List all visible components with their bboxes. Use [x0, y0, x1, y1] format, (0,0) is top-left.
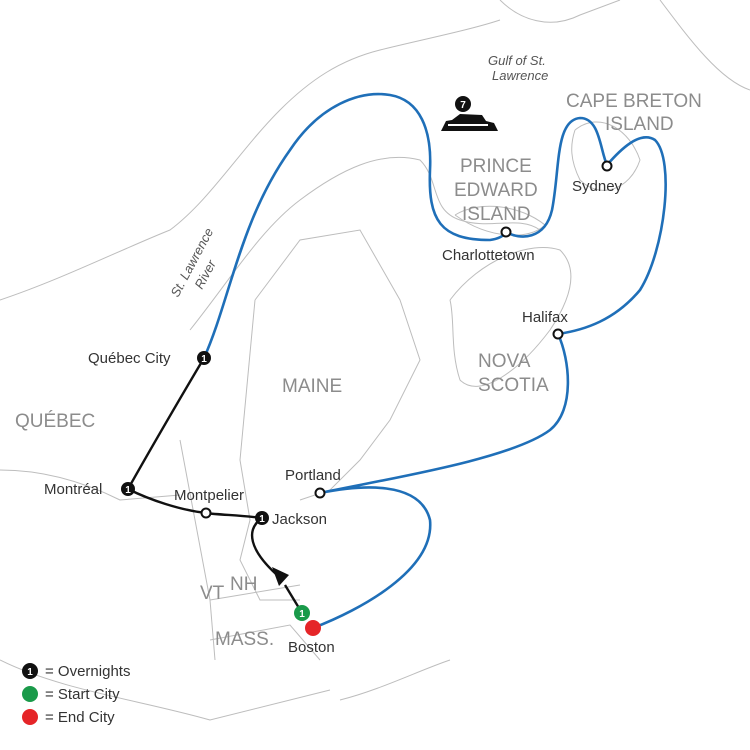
city-portland: Portland	[285, 467, 341, 484]
direction-arrow-icon	[272, 567, 289, 586]
svg-text:1: 1	[27, 667, 33, 678]
region-cape-breton-1: CAPE BRETON	[566, 91, 702, 112]
cruise-ship-icon: 7	[441, 96, 498, 131]
city-montpelier: Montpelier	[174, 487, 244, 504]
cruise-overnights: 7	[460, 100, 466, 111]
region-pei-2: EDWARD	[454, 180, 538, 201]
marker-charlottetown	[500, 226, 512, 238]
region-mass: MASS.	[215, 629, 274, 650]
svg-text:1: 1	[201, 354, 207, 365]
gulf-label-1: Gulf of St.	[488, 53, 546, 68]
svg-text:1: 1	[259, 514, 265, 525]
region-pei-1: PRINCE	[460, 156, 532, 177]
region-nova-scotia-1: NOVA	[478, 351, 531, 372]
legend: 1 = Overnights = Start City = End City	[22, 663, 130, 726]
sea-route	[202, 92, 667, 630]
city-jackson: Jackson	[272, 511, 327, 528]
region-vt: VT	[200, 583, 225, 604]
city-boston: Boston	[288, 639, 335, 656]
marker-montpelier	[200, 507, 212, 519]
marker-boston-end	[305, 620, 321, 636]
city-sydney: Sydney	[572, 178, 623, 195]
marker-sydney	[601, 160, 613, 172]
region-maine: MAINE	[282, 376, 342, 397]
region-nh: NH	[230, 574, 257, 595]
city-charlottetown: Charlottetown	[442, 247, 535, 264]
marker-halifax	[552, 328, 564, 340]
region-quebec: QUÉBEC	[15, 411, 95, 432]
marker-quebec-city: 1	[197, 351, 211, 365]
legend-overnights: = Overnights	[45, 663, 130, 680]
region-pei-3: ISLAND	[462, 204, 531, 225]
city-quebec-city: Québec City	[88, 350, 171, 367]
city-montreal: Montréal	[44, 481, 102, 498]
gulf-label-2: Lawrence	[492, 68, 548, 83]
legend-start-city: = Start City	[45, 686, 120, 703]
marker-montreal: 1	[121, 482, 135, 496]
region-nova-scotia-2: SCOTIA	[478, 375, 549, 396]
city-halifax: Halifax	[522, 309, 568, 326]
marker-boston-start: 1	[294, 605, 310, 621]
coastlines	[0, 0, 750, 721]
legend-end-city: = End City	[45, 709, 115, 726]
marker-jackson: 1	[255, 511, 269, 525]
svg-text:1: 1	[125, 485, 131, 496]
svg-text:1: 1	[299, 609, 305, 620]
marker-portland	[314, 487, 326, 499]
region-cape-breton-2: ISLAND	[605, 114, 674, 135]
